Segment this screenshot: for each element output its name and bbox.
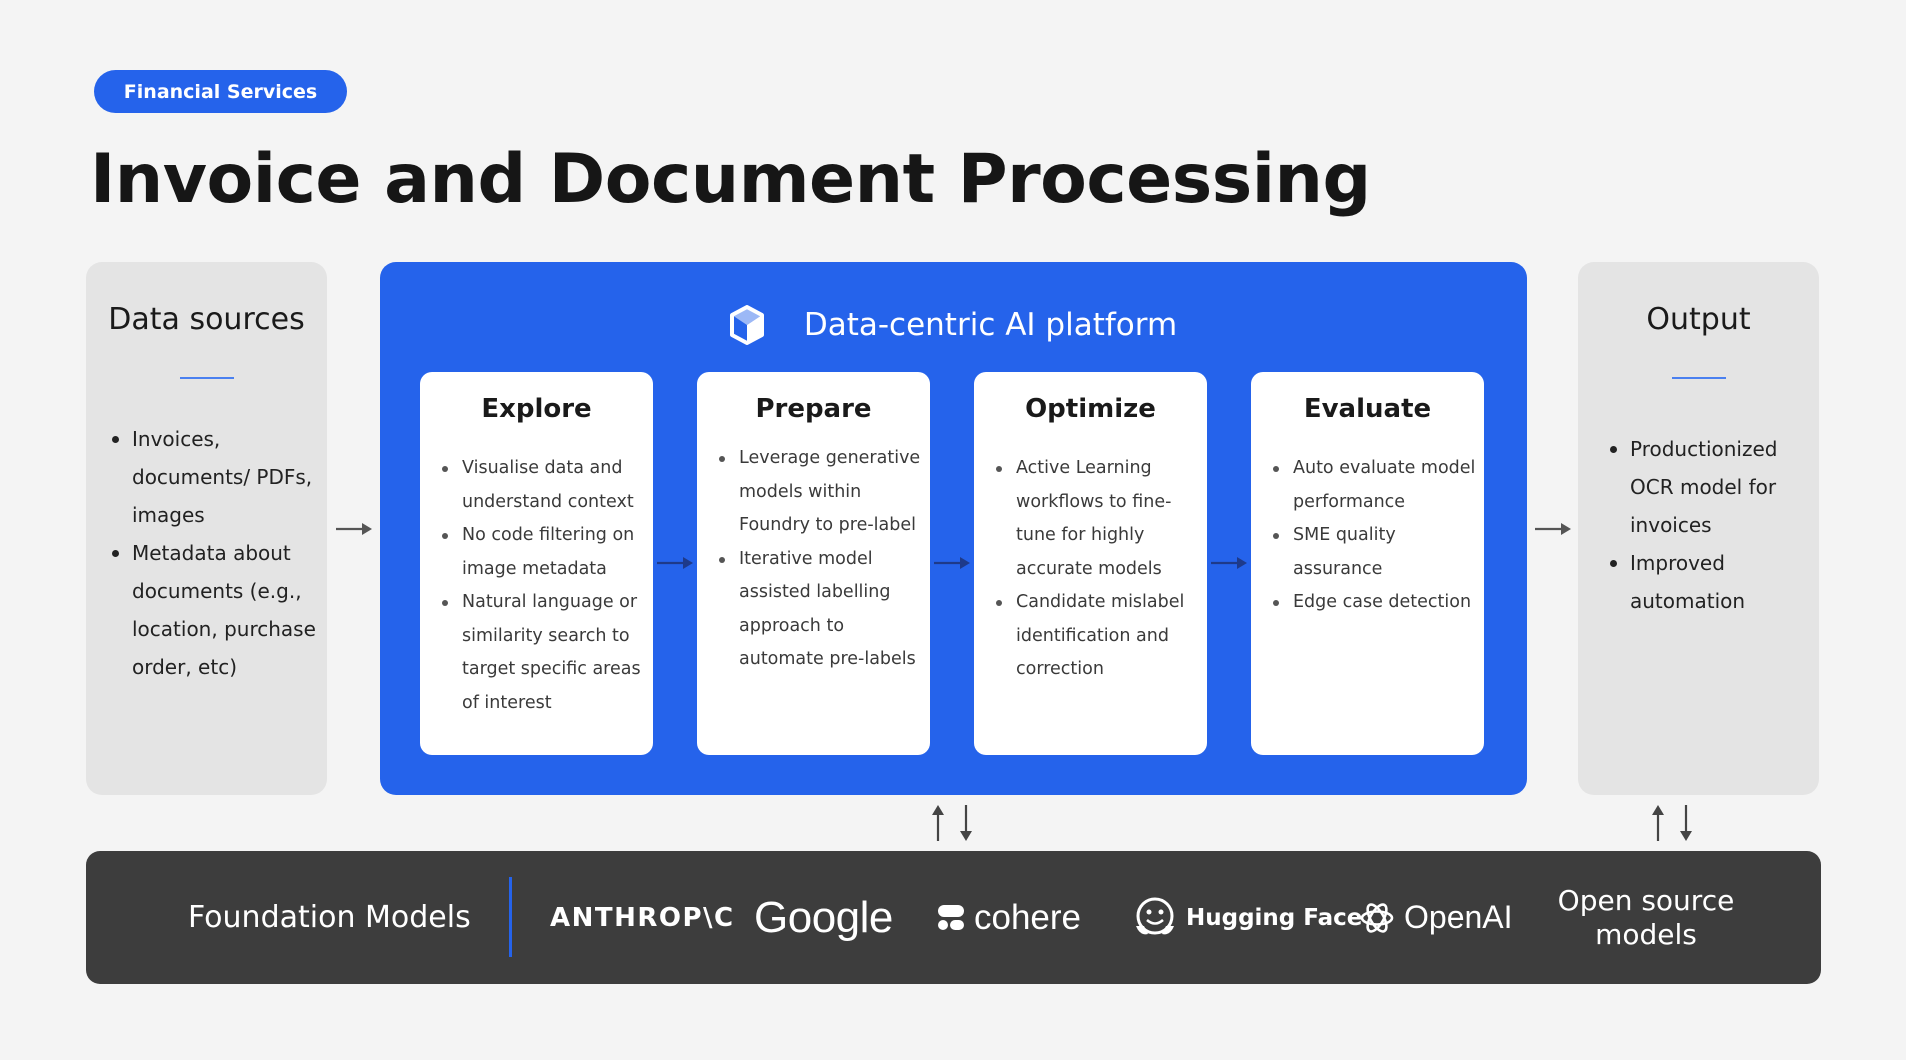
data-sources-list: Invoices, documents/ PDFs, images Metada… [108,420,319,686]
arrow-down-icon [960,805,972,841]
list-item: Visualise data and understand context [438,452,645,519]
list-item: Natural language or similarity search to… [438,586,645,720]
stage-title: Prepare [755,394,872,424]
output-title: Output [1646,302,1751,337]
foundation-title: Foundation Models [188,900,471,935]
stage-explore: Explore Visualise data and understand co… [420,372,653,755]
list-item: Improved automation [1606,544,1811,620]
list-item: Leverage generative models within Foundr… [715,442,922,543]
platform-logo-icon [729,305,764,345]
list-item: Candidate mislabel identification and co… [992,586,1199,687]
data-sources-title: Data sources [108,302,305,337]
category-tag: Financial Services [94,70,347,113]
google-logo: Google [754,851,893,984]
list-item: No code filtering on image metadata [438,519,645,586]
stage-title: Evaluate [1303,394,1432,424]
openai-logo: OpenAI [1358,851,1513,984]
list-item: Metadata about documents (e.g., location… [108,534,319,686]
cohere-logo: cohere [936,851,1081,984]
stage-optimize: Optimize Active Learning workflows to fi… [974,372,1207,755]
platform-title: Data-centric AI platform [803,307,1178,343]
data-sources-divider [179,377,234,379]
list-item: Iterative model assisted labelling appro… [715,543,922,677]
arrow-right-icon [1211,557,1247,569]
platform-header: Data-centric AI platform [380,300,1527,350]
stage-list: Visualise data and understand context No… [438,452,645,720]
list-item: Active Learning workflows to fine-tune f… [992,452,1199,586]
foundation-divider [509,877,512,957]
arrow-right-icon [657,557,693,569]
output-list: Productionized OCR model for invoices Im… [1606,430,1811,620]
openai-wordmark: OpenAI [1404,899,1513,935]
output-foundation-arrows [1650,805,1694,841]
stage-title: Explore [481,394,592,424]
list-item: Auto evaluate model performance [1269,452,1476,519]
stage-list: Active Learning workflows to fine-tune f… [992,452,1199,687]
output-panel: Output Productionized OCR model for invo… [1578,262,1819,795]
list-item: Edge case detection [1269,586,1476,620]
output-divider [1671,377,1726,379]
stage-evaluate: Evaluate Auto evaluate model performance… [1251,372,1484,755]
stage-list: Auto evaluate model performance SME qual… [1269,452,1476,620]
stage-list: Leverage generative models within Foundr… [715,442,922,677]
hugging-face-wordmark: Hugging Face [1186,904,1363,931]
anthropic-wordmark: ANTHROP\C [550,902,735,933]
stage-title: Optimize [1025,394,1156,424]
list-item: Invoices, documents/ PDFs, images [108,420,319,534]
foundation-models-bar: Foundation Models ANTHROP\C Google coher… [86,851,1821,984]
page-title: Invoice and Document Processing [90,140,1371,219]
data-sources-panel: Data sources Invoices, documents/ PDFs, … [86,262,327,795]
arrow-up-icon [1652,805,1664,841]
open-source-line-1: Open source [1557,883,1735,917]
cohere-icon [938,904,964,930]
arrow-right-icon [1535,523,1571,535]
list-item: Productionized OCR model for invoices [1606,430,1811,544]
arrow-up-icon [932,805,944,841]
stage-prepare: Prepare Leverage generative models withi… [697,372,930,755]
anthropic-logo: ANTHROP\C [550,851,735,984]
platform-panel: Data-centric AI platform Explore Visuali… [380,262,1527,795]
cohere-wordmark: cohere [974,897,1082,937]
google-wordmark: Google [754,892,893,942]
hugging-face-logo: Hugging Face [1132,851,1362,984]
openai-icon [1360,902,1394,933]
open-source-line-2: models [1595,917,1697,951]
arrow-right-icon [336,523,372,535]
platform-foundation-arrows [930,805,974,841]
arrow-right-icon [934,557,970,569]
arrow-down-icon [1680,805,1692,841]
list-item: SME quality assurance [1269,519,1476,586]
hugging-face-icon [1136,897,1174,934]
open-source-models: Open source models [1546,851,1746,984]
